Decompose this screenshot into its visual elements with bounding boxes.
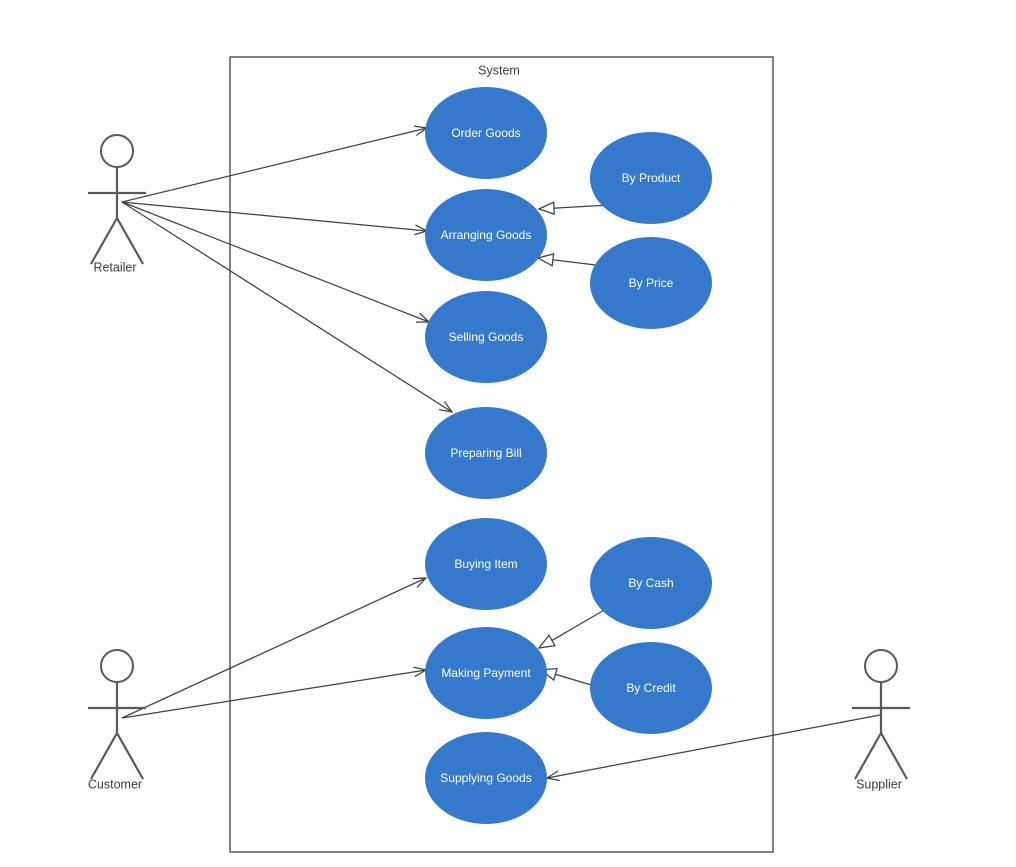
use-case-ellipse[interactable] <box>590 642 712 734</box>
use-case-by-price[interactable]: By Price <box>590 237 712 329</box>
actor-head-icon <box>100 134 134 168</box>
use-case-label: Buying Item <box>454 557 517 571</box>
actor-head-icon <box>100 649 134 683</box>
actor-supplier[interactable]: Supplier <box>852 649 910 791</box>
use-case-ellipse[interactable] <box>590 537 712 629</box>
use-case-ellipse[interactable] <box>425 291 547 383</box>
association-customer-buying-item[interactable] <box>121 577 428 719</box>
use-case-by-credit[interactable]: By Credit <box>590 642 712 734</box>
association-line <box>121 201 453 413</box>
actor-leg-left <box>854 732 882 780</box>
actor-retailer[interactable]: Retailer <box>88 134 146 274</box>
open-arrowhead <box>412 577 428 588</box>
actor-customer[interactable]: Customer <box>88 649 146 791</box>
association-retailer-preparing-bill[interactable] <box>121 201 454 413</box>
use-case-buying-item[interactable]: Buying Item <box>425 518 547 610</box>
use-case-supplying-goods[interactable]: Supplying Goods <box>425 732 547 824</box>
use-case-label: Arranging Goods <box>441 228 532 242</box>
use-case-label: By Cash <box>628 576 673 590</box>
association-retailer-order-goods[interactable] <box>121 125 429 203</box>
association-by-price-arranging[interactable] <box>536 253 605 267</box>
use-case-label: By Price <box>629 276 674 290</box>
actor-leg-right <box>116 732 144 780</box>
use-case-making-payment[interactable]: Making Payment <box>425 627 547 719</box>
system-boundary-rect[interactable] <box>229 56 774 853</box>
use-case-label: Selling Goods <box>449 330 524 344</box>
use-case-ellipse[interactable] <box>425 627 547 719</box>
use-case-ellipse[interactable] <box>425 407 547 499</box>
association-by-credit-making-payment[interactable] <box>539 667 599 688</box>
hollow-triangle-arrowhead <box>537 201 555 216</box>
use-case-by-cash[interactable]: By Cash <box>590 537 712 629</box>
use-case-label: By Product <box>622 171 681 185</box>
association-supplier-supplying-goods[interactable] <box>545 714 881 782</box>
actor-label: Retailer <box>93 260 136 274</box>
association-line <box>121 201 428 232</box>
use-case-ellipse[interactable] <box>425 189 547 281</box>
actor-leg-right <box>880 732 908 780</box>
use-case-label: Making Payment <box>441 666 531 680</box>
actor-label: Customer <box>88 777 142 791</box>
use-case-ellipse[interactable] <box>425 518 547 610</box>
use-case-label: Order Goods <box>451 126 520 140</box>
open-arrowhead <box>439 401 454 413</box>
association-line <box>121 127 428 203</box>
association-by-product-arranging[interactable] <box>537 201 611 216</box>
use-case-ellipse[interactable] <box>425 732 547 824</box>
use-case-ellipse[interactable] <box>590 132 712 224</box>
use-case-order-goods[interactable]: Order Goods <box>425 87 547 179</box>
use-case-label: By Credit <box>626 681 676 695</box>
actor-leg-left <box>90 217 118 265</box>
association-by-cash-making-payment[interactable] <box>537 608 607 649</box>
association-retailer-selling-goods[interactable] <box>121 201 431 323</box>
use-case-label: Supplying Goods <box>440 771 531 785</box>
hollow-triangle-arrowhead <box>537 634 556 649</box>
actor-label: Supplier <box>856 777 902 791</box>
use-case-label: Preparing Bill <box>450 446 521 460</box>
actor-leg-left <box>90 732 118 780</box>
use-case-preparing-bill[interactable]: Preparing Bill <box>425 407 547 499</box>
system-boundary-label: System <box>478 63 520 77</box>
actor-head-icon <box>864 649 898 683</box>
use-case-ellipse[interactable] <box>425 87 547 179</box>
association-line <box>121 577 427 719</box>
association-lines <box>121 125 881 782</box>
association-line <box>121 201 430 323</box>
hollow-triangle-arrowhead <box>536 253 555 267</box>
use-case-arranging-goods[interactable]: Arranging Goods <box>425 189 547 281</box>
use-case-by-product[interactable]: By Product <box>590 132 712 224</box>
association-line <box>546 714 881 779</box>
use-case-ellipse[interactable] <box>590 237 712 329</box>
association-retailer-arranging-goods[interactable] <box>121 201 429 236</box>
association-line <box>121 669 427 719</box>
system-boundary[interactable]: System <box>229 56 774 853</box>
use-case-selling-goods[interactable]: Selling Goods <box>425 291 547 383</box>
association-customer-making-payment[interactable] <box>121 666 428 719</box>
actor-leg-right <box>116 217 144 265</box>
